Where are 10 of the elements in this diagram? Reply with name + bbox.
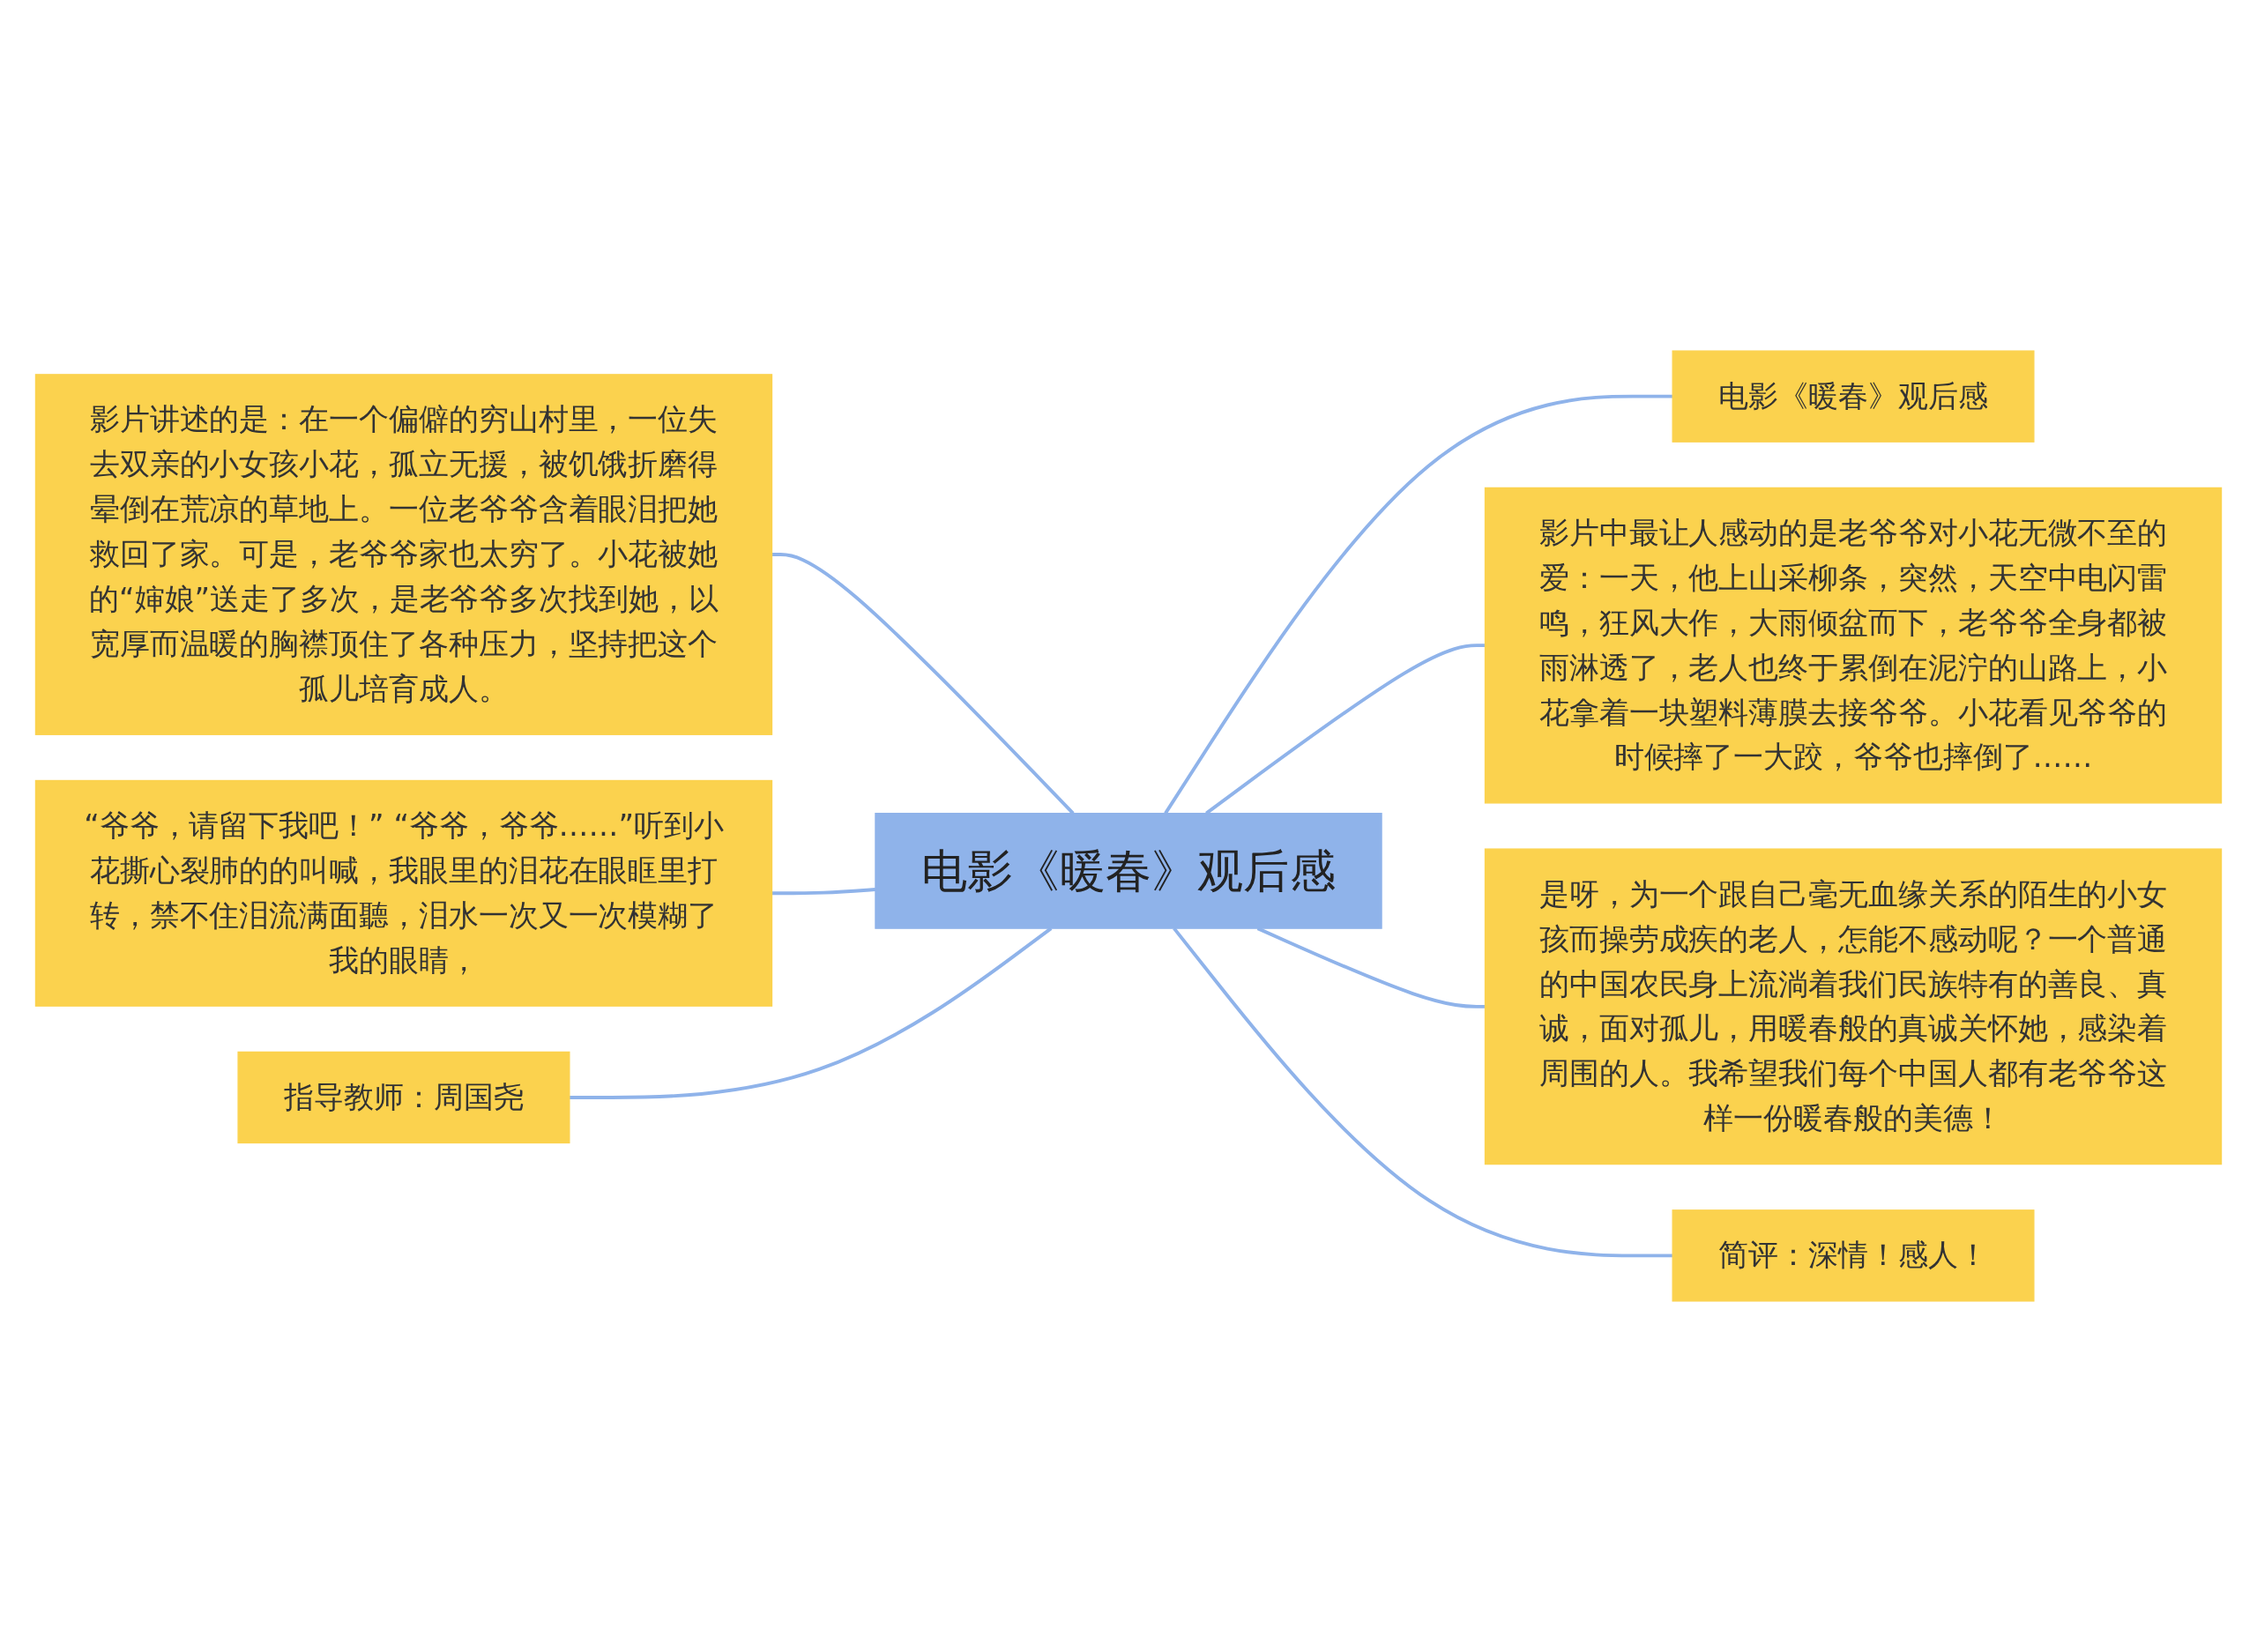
- node-box: “爷爷，请留下我吧！” “爷爷，爷爷……”听到小花撕心裂肺的的叫喊，我眼里的泪花在眼眶里打转，禁不住泪流满面聽，泪水一次又一次模糊了我的眼睛，: [34, 779, 773, 1007]
- node-box: 电影《暖春》观后感: [1672, 350, 2035, 443]
- node-box: 指导教师：周国尧: [237, 1051, 570, 1144]
- connector: [1164, 394, 1673, 815]
- connector: [771, 553, 1075, 815]
- node-box: 简评：深情！感人！: [1672, 1209, 2035, 1302]
- node-box: 电影《暖春》观后感: [875, 813, 1382, 929]
- node-box: 影片讲述的是：在一个偏僻的穷山村里，一位失去双亲的小女孩小花，孤立无援，被饥饿折磨得晕倒在荒凉的草地上。一位老爷爷含着眼泪把她救回了家。可是，老爷爷家也太穷了。小花被她的“婶娘”送走了多次，是老爷爷多次找到她，以宽厚而温暖的胸襟顶住了各种压力，坚持把这个孤儿培育成人。: [34, 374, 773, 735]
- node-box: 是呀，为一个跟自己毫无血缘关系的陌生的小女孩而操劳成疾的老人，怎能不感动呢？一个普通的中国农民身上流淌着我们民族特有的善良、真诚，面对孤儿，用暖春般的真诚关怀她，感染着周围的人。我希望我们每个中国人都有老爷爷这样一份暖春般的美德！: [1484, 848, 2223, 1165]
- node-box: 影片中最让人感动的是老爷爷对小花无微不至的爱：一天，他上山采柳条，突然，天空中电闪雷鸣，狂风大作，大雨倾盆而下，老爷爷全身都被雨淋透了，老人也终于累倒在泥泞的山路上，小花拿着一块塑料薄膜去接爷爷。小花看见爷爷的时候摔了一大跤，爷爷也摔倒了……: [1484, 487, 2223, 804]
